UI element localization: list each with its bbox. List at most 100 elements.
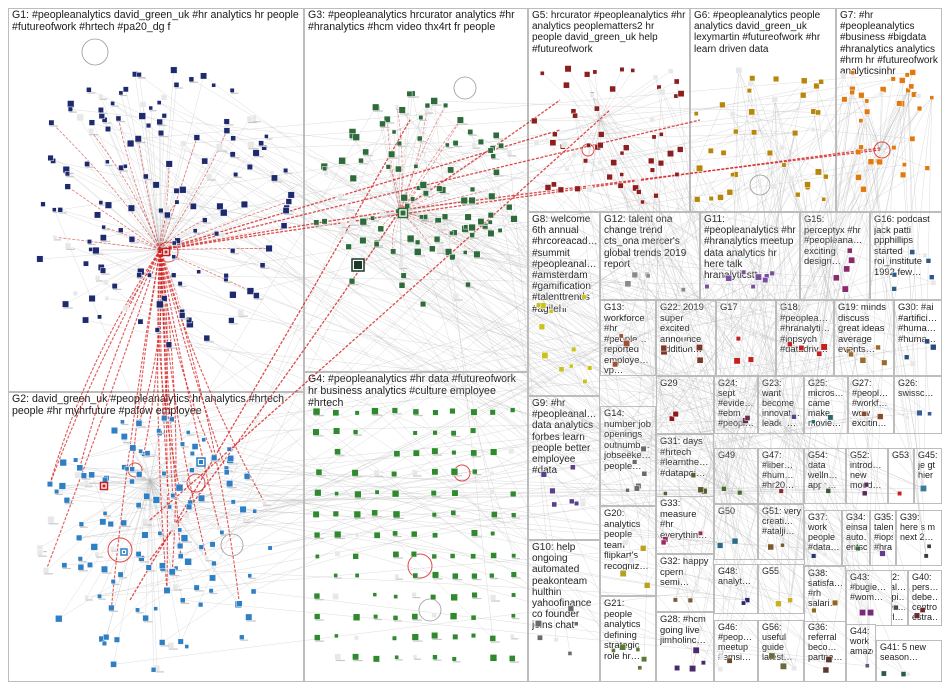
- group-label: G47: #liber… #hum… #hr20…: [762, 450, 795, 491]
- group-cell-g28: G28: #hcm going live jimholinc…: [656, 612, 714, 682]
- group-label: G27: #peopl… #workf… wow excitin…: [852, 378, 889, 429]
- group-label: G50: [718, 506, 736, 516]
- group-label: G15: perceptyx #hr #peopleana… exciting …: [804, 214, 863, 267]
- group-cell-g7: G7: #hr #peopleanalytics #business #bigd…: [836, 8, 942, 212]
- group-label: G6: #peopleanalytics people analytics da…: [694, 10, 821, 55]
- group-cell-g6: G6: #peopleanalytics people analytics da…: [690, 8, 836, 212]
- group-label: G25: micros… came make movie…: [808, 378, 844, 429]
- group-cell-g23: G23: want become innovat… leader…: [758, 376, 804, 434]
- group-cell-g52: G52: introd… new mood…: [846, 448, 888, 504]
- group-label: G30: #ai #artifici… #huma… #huma…: [898, 302, 938, 344]
- group-label: G26: swissc…: [898, 378, 934, 399]
- group-cell-g3: G3: #peopleanalytics hrcurator analytics…: [304, 8, 528, 372]
- group-label: G53: [892, 450, 910, 460]
- group-label: G56: useful guide latest…: [762, 622, 793, 663]
- group-label: G46: #peop… meetup #emsi…: [718, 622, 753, 663]
- group-cell-g53: G53: [888, 448, 914, 504]
- group-label: G12: talent ona change trend cts_ona mer…: [604, 214, 687, 270]
- group-label: G1: #peopleanalytics david_green_uk #hr …: [12, 10, 299, 33]
- group-label: G29: [660, 378, 678, 388]
- group-cell-g41: G41: 5 new season…: [876, 640, 942, 682]
- group-cell-g11: G11: #peopleanalytics #hr #hranalytics m…: [700, 212, 800, 300]
- group-label: G13: workforce #hr #people… reported emp…: [604, 302, 649, 376]
- group-cell-g35: G35: talent… #iops… #hra…: [870, 510, 896, 566]
- group-cell-g22: G22: 2019 super excited announce additio…: [656, 300, 716, 376]
- group-cell-g32: G32: happy cpern semi…: [656, 554, 714, 612]
- group-cell-g18: G18: #peopleа… #hranalyti… #iopsych #dat…: [776, 300, 834, 376]
- group-label: G21: people analytics defining strategic…: [604, 598, 641, 661]
- group-cell-g36: G36: referral beco… partne…: [804, 620, 846, 682]
- group-cell-g31: G31: days #hrtech #learnthe… #datapoi…: [656, 434, 714, 504]
- group-cell-g20: G20: analytics people team flipkart's re…: [600, 506, 656, 596]
- group-cell-g21: G21: people analytics defining strategic…: [600, 596, 656, 682]
- group-label: G41: 5 new season…: [880, 642, 927, 663]
- group-label: G44: work amazo…: [850, 626, 873, 657]
- group-label: G7: #hr #peopleanalytics #business #bigd…: [840, 10, 938, 77]
- group-cell-g14: G14: number job openings outnumb… jobsee…: [600, 406, 656, 506]
- group-cell-g56: G56: useful guide latest…: [758, 620, 804, 682]
- group-cell-g13: G13: workforce #hr #people… reported emp…: [600, 300, 656, 376]
- group-label: G2: david_green_uk #peopleanalytics hr a…: [12, 394, 285, 417]
- group-label: G48: analyt…: [718, 566, 752, 587]
- group-cell-g40: G40: pers… debe… centro estra…: [908, 570, 942, 626]
- group-cell-g16: G16: podcast jack patti ppphillips start…: [870, 212, 942, 300]
- group-label: G45: je gt hier: [918, 450, 938, 481]
- group-cell-g4: G4: #peopleanalytics #hr data #futureofw…: [304, 372, 528, 682]
- group-label: G19: minds discuss great ideas average e…: [838, 302, 886, 355]
- group-label: G35: talent… #iops… #hra…: [874, 512, 893, 553]
- group-label: G32: happy cpern semi…: [660, 556, 709, 588]
- group-label: G18: #peopleа… #hranalyti… #iopsych #dat…: [780, 302, 831, 355]
- group-cell-g33: G33: measure #hr everythin…: [656, 496, 714, 554]
- group-label: G11: #peopleanalytics #hr #hranalytics m…: [704, 214, 796, 281]
- group-cell-g12: G12: talent ona change trend cts_ona mer…: [600, 212, 700, 300]
- group-label: G33: measure #hr everythin…: [660, 498, 708, 540]
- group-cell-g45: G45: je gt hier: [914, 448, 942, 504]
- group-label: G39: here s m next 2…: [900, 512, 936, 543]
- group-cell-g24: G24: sept #evide… #ebm #peopl…: [714, 376, 758, 434]
- group-cell-g43: G43: #bugie… #wom…: [846, 570, 892, 626]
- group-cell-g2: G2: david_green_uk #peopleanalytics hr a…: [8, 392, 304, 682]
- group-cell-g1: G1: #peopleanalytics david_green_uk #hr …: [8, 8, 304, 392]
- group-cell-g55: G55: [758, 564, 804, 614]
- group-cell-g47: G47: #liber… #hum… #hr20…: [758, 448, 804, 504]
- group-label: G54: data welln… apps…: [808, 450, 838, 491]
- group-label: G43: #bugie… #wom…: [850, 572, 887, 603]
- group-cell-g27: G27: #peopl… #workf… wow excitin…: [848, 376, 894, 434]
- group-cell-g54: G54: data welln… apps…: [804, 448, 846, 504]
- group-cell-g17: G17: [716, 300, 776, 376]
- group-label: G38: satisfa… #rh salari…: [808, 568, 843, 609]
- group-cell-g44: G44: work amazo…: [846, 624, 876, 682]
- group-label: G14: number job openings outnumb… jobsee…: [604, 408, 651, 471]
- group-cell-g25: G25: micros… came make movie…: [804, 376, 848, 434]
- group-label: G49: [718, 450, 736, 460]
- group-label: G24: sept #evide… #ebm #peopl…: [718, 378, 755, 429]
- group-cell-g26: G26: swissc…: [894, 376, 942, 434]
- group-cell-g48: G48: analyt…: [714, 564, 758, 614]
- group-label: G20: analytics people team flipkart's re…: [604, 508, 649, 571]
- group-label: G10: help ongoing automated peakonteam h…: [532, 542, 592, 632]
- group-label: G40: pers… debe… centro estra…: [912, 572, 939, 623]
- group-cell-g46: G46: #peop… meetup #emsi…: [714, 620, 758, 682]
- group-cell-g30: G30: #ai #artifici… #huma… #huma…: [894, 300, 942, 376]
- group-cell-g19: G19: minds discuss great ideas average e…: [834, 300, 894, 376]
- group-label: G4: #peopleanalytics #hr data #futureofw…: [308, 374, 516, 409]
- group-cell-g15: G15: perceptyx #hr #peopleana… exciting …: [800, 212, 870, 300]
- group-cell-g5: G5: hrcurator #peopleanalytics #hr analy…: [528, 8, 690, 212]
- group-cell-g10: G10: help ongoing automated peakonteam h…: [528, 540, 600, 682]
- group-cell-g39: G39: here s m next 2…: [896, 510, 942, 566]
- group-cell-g49: G49: [714, 448, 758, 504]
- group-label: G28: #hcm going live jimholinc…: [660, 614, 706, 646]
- group-label: G8: welcome 6th annual #hrcoreacad… #sum…: [532, 214, 597, 315]
- group-cell-g29: G29: [656, 376, 714, 434]
- group-label: G55: [762, 566, 780, 576]
- group-cell-g37: G37: work people #data…: [804, 510, 842, 566]
- group-label: G37: work people #data…: [808, 512, 839, 553]
- group-label: G22: 2019 super excited announce additio…: [660, 302, 704, 355]
- group-cell-g9: G9: #hr #peopleanal… data analytics forb…: [528, 396, 600, 540]
- group-label: G9: #hr #peopleanal… data analytics forb…: [532, 398, 597, 477]
- group-cell-g8: G8: welcome 6th annual #hrcoreacad… #sum…: [528, 212, 600, 396]
- group-label: G31: days #hrtech #learnthe… #datapoi…: [660, 436, 709, 478]
